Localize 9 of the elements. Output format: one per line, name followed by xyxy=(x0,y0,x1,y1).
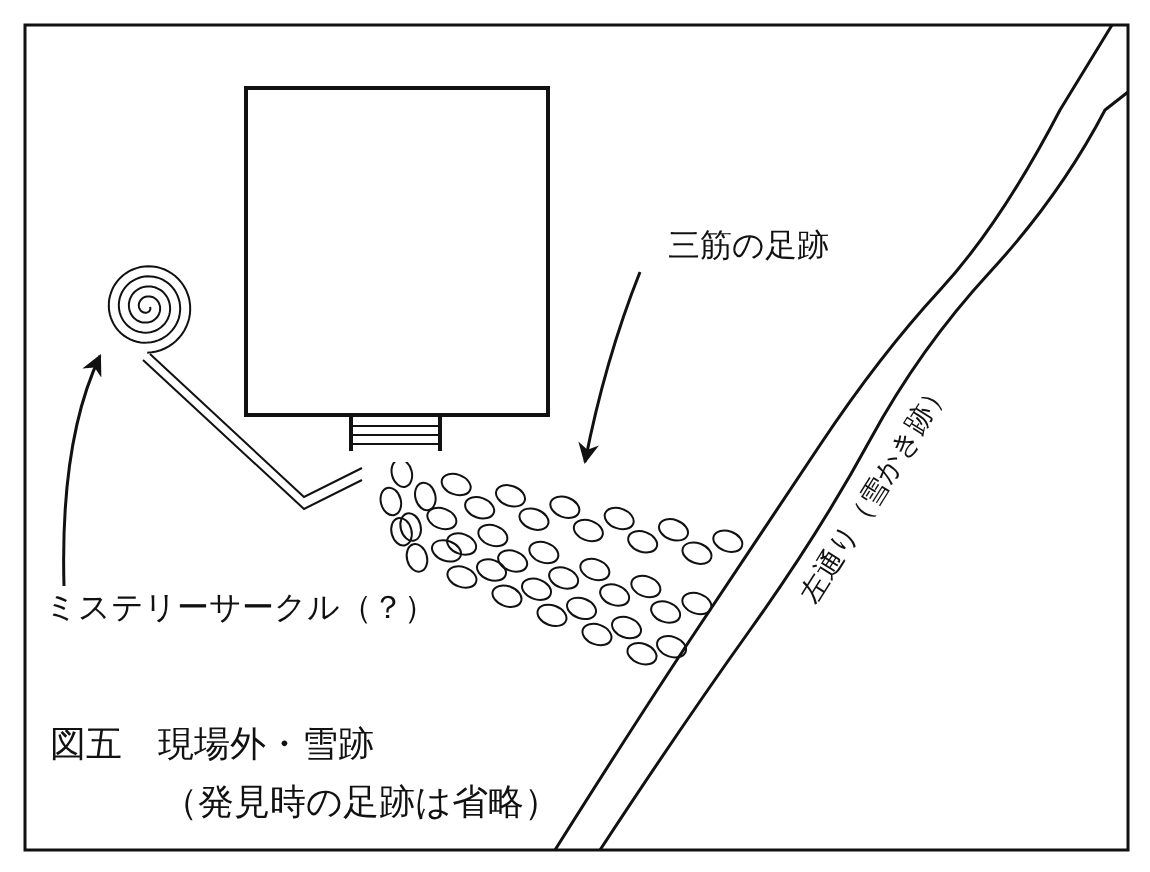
figure-note: （発見時の足跡は省略） xyxy=(162,780,560,824)
arrow xyxy=(578,271,642,465)
figure-title: 図五 現場外・雪跡 xyxy=(50,722,374,766)
building-drawing xyxy=(244,86,550,452)
arrow xyxy=(62,354,102,587)
road-label: 左通り（雪かき跡） xyxy=(792,374,956,609)
trail-line xyxy=(142,353,363,511)
callout-text: ミステリーサークル（？） xyxy=(45,588,436,627)
callout-text: 三筋の足跡 xyxy=(668,226,829,265)
